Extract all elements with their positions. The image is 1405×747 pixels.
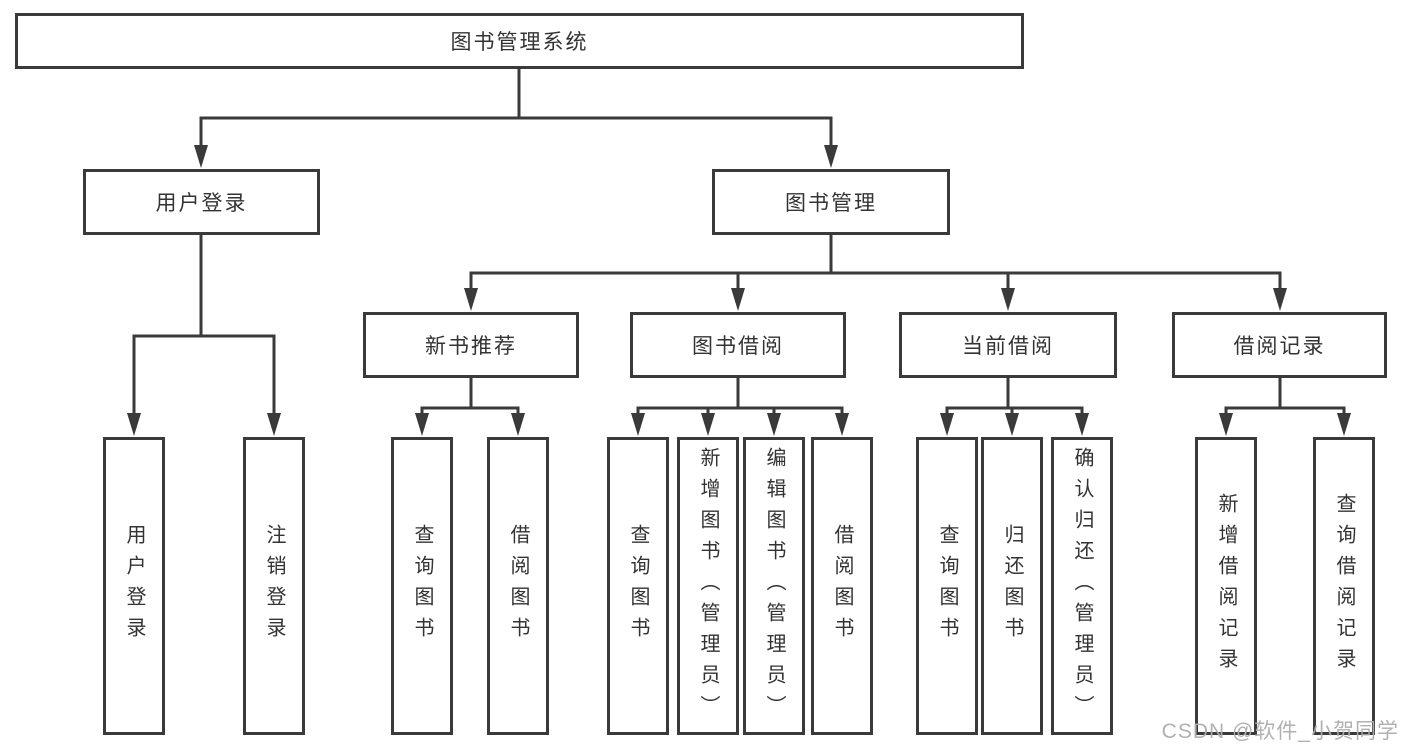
node-label: 图书管理系统 — [450, 31, 589, 54]
arrow-down-icon — [824, 145, 838, 168]
leaf-label: 新增借阅记录 — [1215, 493, 1237, 679]
node-book-management: 图书管理 — [712, 169, 950, 235]
leaf-borrowing-add-books-admin: 新增图书（管理员） — [677, 437, 739, 735]
node-label: 用户登录 — [155, 192, 248, 215]
arrow-down-icon — [1219, 413, 1233, 436]
arrow-down-icon — [1337, 413, 1351, 436]
arrow-down-icon — [267, 413, 281, 436]
leaf-borrowing-query-books: 查询图书 — [607, 437, 669, 735]
arrow-down-icon — [194, 145, 208, 168]
connector-userlogin-to-leaves — [132, 235, 276, 414]
leaf-label: 用户登录 — [123, 524, 145, 648]
leaf-label: 归还图书 — [1001, 524, 1023, 648]
arrow-down-icon — [511, 413, 525, 436]
leaf-records-add-borrow-record: 新增借阅记录 — [1195, 437, 1257, 735]
node-root-library-management-system: 图书管理系统 — [15, 13, 1024, 69]
leaf-label: 注销登录 — [263, 524, 285, 648]
leaf-label: 新增图书（管理员） — [697, 446, 719, 726]
arrow-down-icon — [1005, 413, 1019, 436]
leaf-label: 查询图书 — [936, 524, 958, 648]
leaf-borrowing-borrow-books: 借阅图书 — [811, 437, 873, 735]
connector-borrowing-to-leaves — [636, 378, 844, 414]
arrow-down-icon — [1001, 288, 1015, 311]
node-book-borrowing: 图书借阅 — [630, 312, 846, 378]
leaf-borrowing-edit-books-admin: 编辑图书（管理员） — [743, 437, 805, 735]
node-current-borrowing: 当前借阅 — [899, 312, 1117, 378]
arrow-down-icon — [835, 413, 849, 436]
arrow-down-icon — [631, 413, 645, 436]
leaf-label: 确认归还（管理员） — [1071, 446, 1093, 726]
connector-bookmgmt-to-level3 — [469, 235, 1282, 290]
leaf-label: 查询借阅记录 — [1333, 493, 1355, 679]
leaf-records-query-borrow-record: 查询借阅记录 — [1313, 437, 1375, 735]
node-label: 图书管理 — [785, 192, 877, 215]
leaf-label: 借阅图书 — [507, 524, 529, 648]
leaf-recommend-borrow-books: 借阅图书 — [487, 437, 549, 735]
arrow-down-icon — [464, 288, 478, 311]
arrow-down-icon — [767, 413, 781, 436]
node-new-book-recommendation: 新书推荐 — [363, 312, 579, 378]
node-label: 借阅记录 — [1233, 335, 1326, 358]
leaf-recommend-query-books: 查询图书 — [391, 437, 453, 735]
node-label: 新书推荐 — [425, 335, 517, 358]
arrow-down-icon — [415, 413, 429, 436]
connector-root-to-level2 — [199, 69, 833, 146]
leaf-current-query-books: 查询图书 — [916, 437, 978, 735]
leaf-label: 编辑图书（管理员） — [763, 446, 785, 726]
csdn-watermark: CSDN @软件_小贺同学 — [1161, 720, 1399, 743]
node-user-login-branch: 用户登录 — [83, 169, 320, 235]
node-label: 图书借阅 — [692, 335, 784, 358]
leaf-current-confirm-return-admin: 确认归还（管理员） — [1051, 437, 1113, 735]
arrow-down-icon — [701, 413, 715, 436]
leaf-label: 借阅图书 — [831, 524, 853, 648]
node-borrowing-records: 借阅记录 — [1172, 312, 1387, 378]
leaf-label: 查询图书 — [411, 524, 433, 648]
leaf-user-login: 用户登录 — [103, 437, 165, 735]
arrow-down-icon — [731, 288, 745, 311]
connector-records-to-leaves — [1224, 378, 1346, 414]
arrow-down-icon — [127, 413, 141, 436]
leaf-logout: 注销登录 — [243, 437, 305, 735]
arrow-down-icon — [940, 413, 954, 436]
node-label: 当前借阅 — [962, 335, 1054, 358]
connector-recommend-to-leaves — [420, 378, 520, 414]
arrow-down-icon — [1273, 288, 1287, 311]
leaf-current-return-books: 归还图书 — [981, 437, 1043, 735]
leaf-label: 查询图书 — [627, 524, 649, 648]
arrow-down-icon — [1075, 413, 1089, 436]
connector-current-to-leaves — [945, 378, 1084, 414]
